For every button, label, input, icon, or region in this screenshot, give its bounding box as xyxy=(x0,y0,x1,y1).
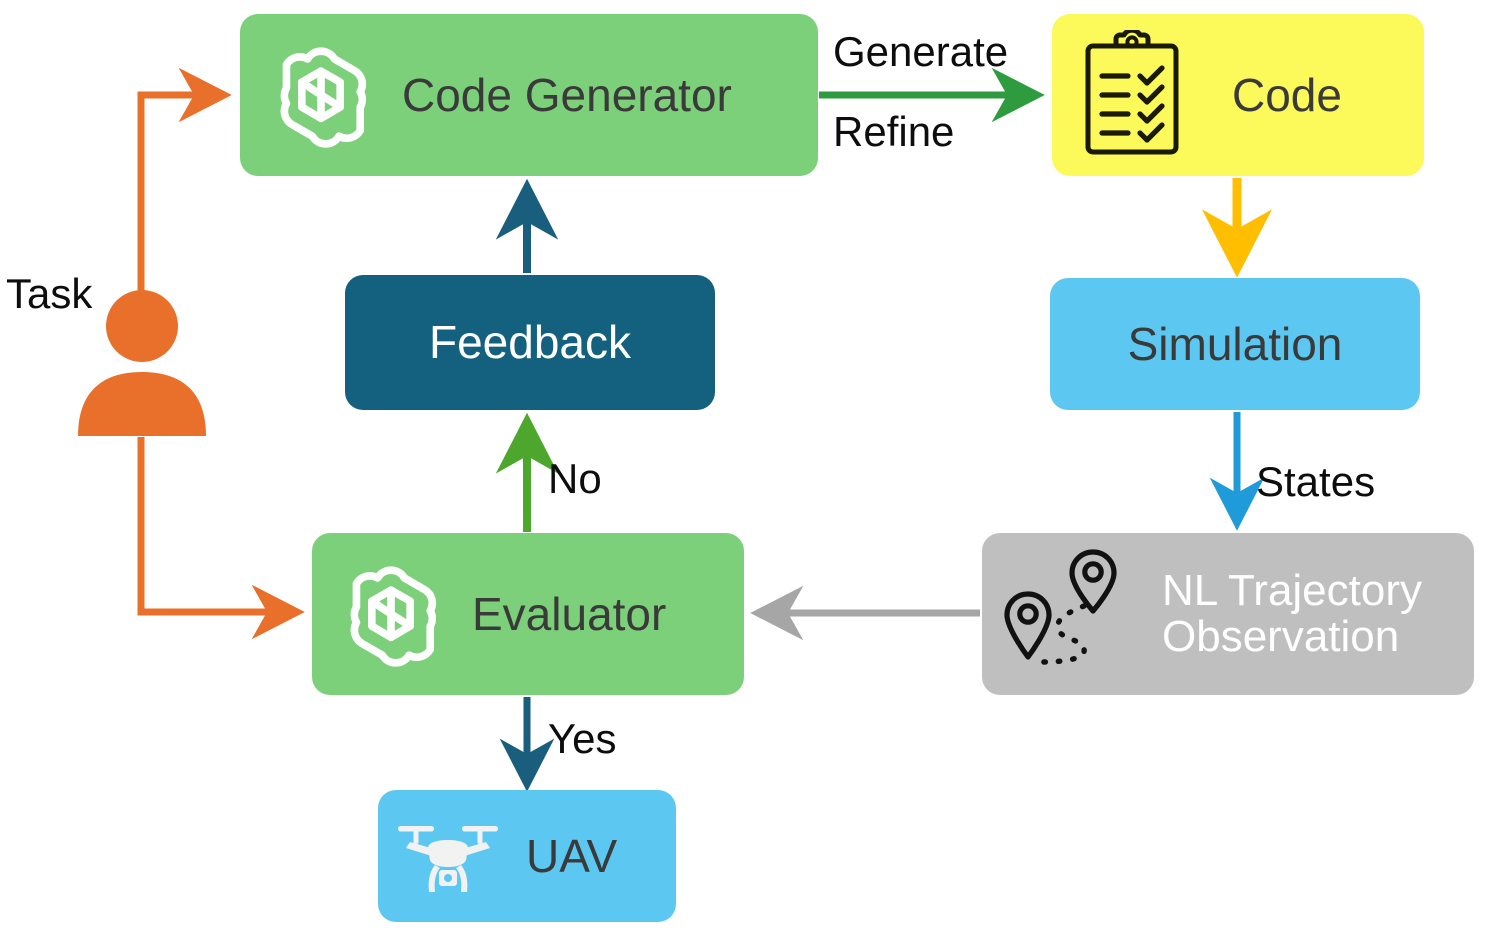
drone-icon xyxy=(398,826,498,892)
edge-task-to-evaluator xyxy=(137,437,305,640)
edge-label-no: No xyxy=(548,455,602,502)
node-code[interactable]: Code xyxy=(1052,14,1424,176)
map-pins-trajectory-icon xyxy=(1004,549,1117,665)
edge-label-generate: Generate xyxy=(833,28,1009,75)
edge-label-yes: Yes xyxy=(548,715,617,762)
node-feedback[interactable]: Feedback xyxy=(345,275,715,410)
node-label-feedback: Feedback xyxy=(428,316,631,369)
node-simulation[interactable]: Simulation xyxy=(1050,278,1420,410)
clipboard-checklist-icon xyxy=(1085,30,1179,155)
person-icon xyxy=(78,290,206,436)
node-label-code: Code xyxy=(1232,68,1342,121)
node-label-uav: UAV xyxy=(526,829,618,882)
node-code-generator[interactable]: Code Generator xyxy=(240,14,818,176)
node-label-code-generator: Code Generator xyxy=(402,68,732,121)
node-label-nl-trajectory-observation: NL Trajectory Observation xyxy=(1162,565,1423,661)
edge-label-refine: Refine xyxy=(833,108,955,155)
node-label-evaluator: Evaluator xyxy=(472,587,667,640)
edge-label-states: States xyxy=(1256,458,1376,505)
openai-logo-icon xyxy=(280,47,367,148)
openai-logo-icon xyxy=(350,566,437,667)
node-evaluator[interactable]: Evaluator xyxy=(312,533,744,695)
node-nl-trajectory-observation[interactable]: NL Trajectory Observation xyxy=(982,533,1474,695)
edge-task-to-code-generator xyxy=(137,67,232,293)
node-label-simulation: Simulation xyxy=(1127,317,1343,370)
edge-label-task: Task xyxy=(6,270,93,317)
node-uav[interactable]: UAV xyxy=(378,790,676,922)
